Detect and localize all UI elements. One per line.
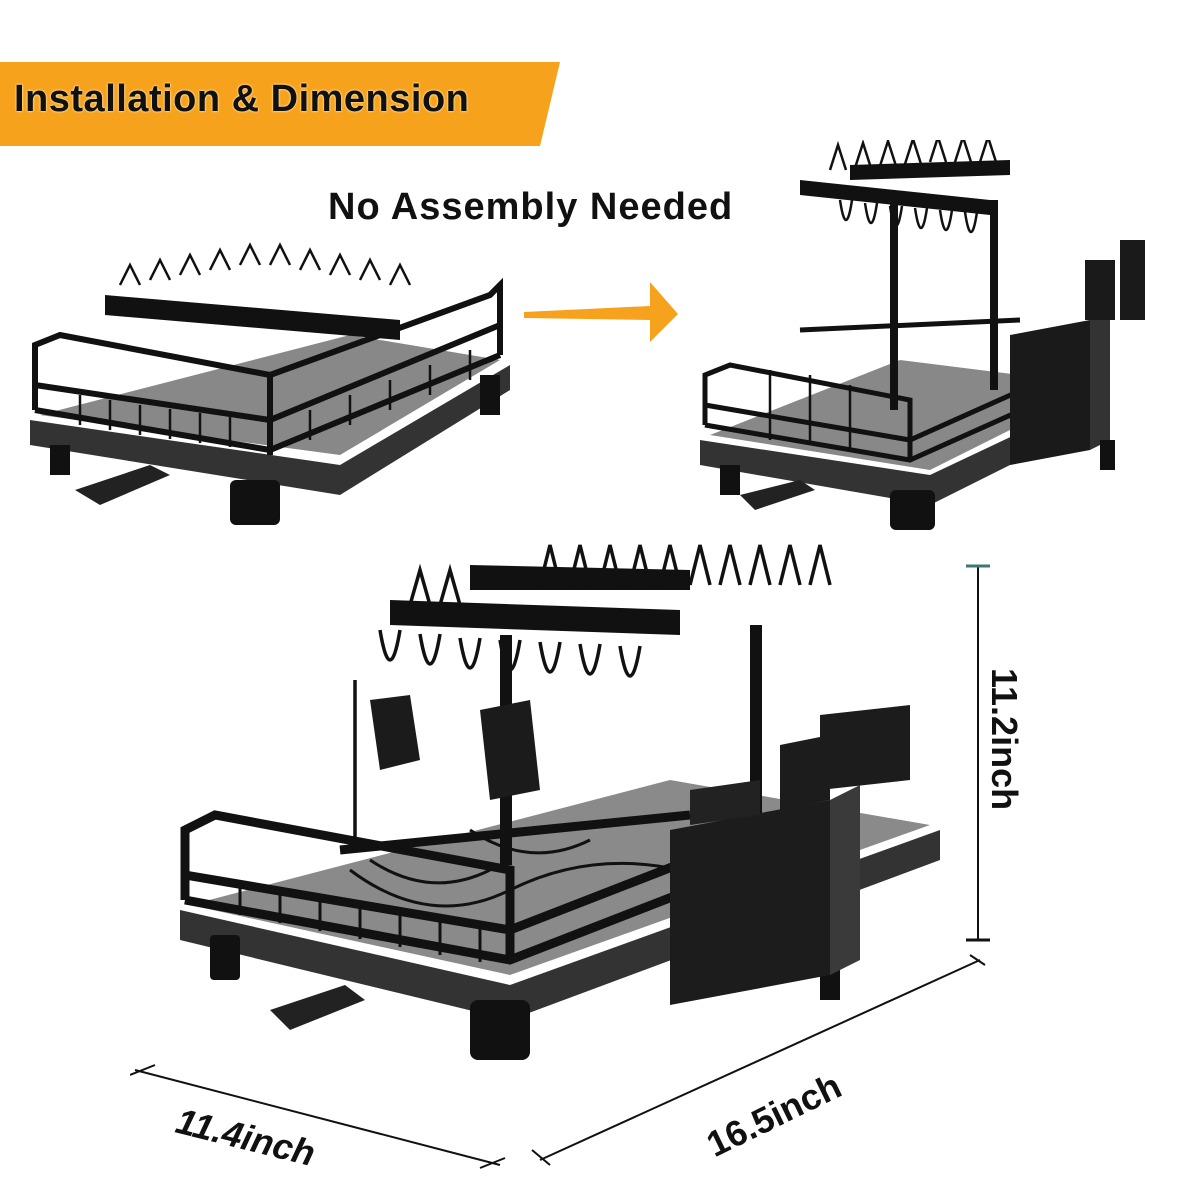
width-dimension-line [130, 1064, 506, 1169]
banner-shape [0, 62, 560, 146]
title-banner: Installation & Dimension [0, 62, 560, 146]
dish-rack-assembled [690, 140, 1190, 540]
height-label: 11.2inch [984, 668, 1025, 811]
subtitle: No Assembly Needed [328, 186, 734, 228]
dish-rack-folded [20, 225, 520, 545]
height-dimension-line [966, 564, 990, 942]
length-dimension-line [531, 954, 986, 1166]
banner-title: Installation & Dimension [14, 78, 470, 120]
dish-rack-large [170, 530, 970, 1090]
arrow-right-icon [520, 278, 680, 348]
